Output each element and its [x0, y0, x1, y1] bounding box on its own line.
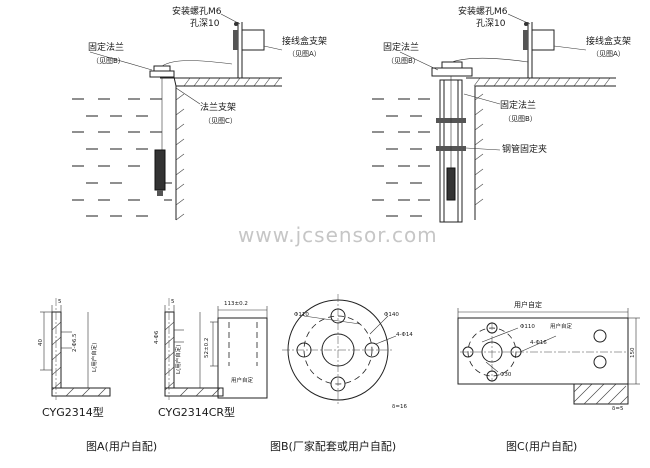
fc-user-defined-2: 用户自定	[550, 322, 573, 330]
tl-install-hole-label: 安装螺孔M6	[172, 5, 222, 17]
tl-fixed-flange-label: 固定法兰	[88, 41, 124, 53]
fa-dim-hole: 2-Φ6.5	[72, 333, 78, 352]
fa-dim-5: 5	[58, 299, 62, 305]
top-right-installation: 安装螺孔M6 孔深10 接线盒支架 （见图A） 固定法兰 （见图B） 固定法兰 …	[372, 5, 631, 223]
tr-fixed-flange-2-label: 固定法兰	[500, 99, 536, 111]
watermark-text: www.jcsensor.com	[238, 223, 438, 247]
figure-c: 用户自定 Φ110 用户自定 4-Φ16 Φ30 150 δ=5 图C(	[457, 300, 640, 453]
tr-fixed-flange-label: 固定法兰	[383, 41, 419, 53]
fc-user-defined: 用户自定	[514, 300, 542, 309]
tr-see-b-2-label: （见图B）	[504, 115, 537, 123]
tr-see-a-label: （见图A）	[592, 50, 625, 58]
fc-dim-150: 150	[630, 347, 636, 358]
tr-see-b-label: （见图B）	[387, 57, 420, 65]
tr-install-hole-label: 安装螺孔M6	[458, 5, 508, 17]
tl-flange-bracket-label: 法兰支架	[200, 101, 236, 113]
fa-caption: 图A(用户自配)	[86, 439, 157, 453]
fb-caption: 图B(厂家配套或用户自配)	[270, 439, 396, 453]
tl-junction-box-label: 接线盒支架	[282, 35, 327, 47]
top-left-installation: 安装螺孔M6 孔深10 接线盒支架 （见图A） 固定法兰 （见图B） 法兰支架 …	[72, 5, 327, 221]
fb-user-defined: 用户自定	[231, 376, 254, 384]
fa-left-model-label: CYG2314型	[42, 405, 104, 419]
fa-right-model-label: CYG2314CR型	[158, 405, 235, 419]
figure-a: 5 40 2-Φ6.5 L(用户自定) 5 4-Φ6 L(用户自定) CYG23…	[38, 298, 235, 453]
tl-hole-depth-label: 孔深10	[190, 18, 220, 29]
fa-dim-hole-b: 4-Φ6	[154, 330, 160, 344]
fa-dim-40: 40	[38, 339, 44, 346]
tr-steel-pipe-clamp-label: 钢管固定夹	[502, 143, 547, 155]
fb-dim-height: 52±0.2	[204, 338, 210, 358]
fc-dim-thickness: δ=5	[612, 406, 624, 412]
fb-dim-110: Φ110	[294, 312, 309, 318]
tl-see-a-label: （见图A）	[288, 50, 321, 58]
fc-dim-30: Φ30	[500, 372, 512, 378]
tr-hole-depth-label: 孔深10	[476, 18, 506, 29]
fb-dim-width: 113±0.2	[224, 301, 248, 307]
fc-dim-holes: 4-Φ16	[530, 340, 547, 346]
fa-user-defined-l-b: L(用户自定)	[174, 345, 182, 374]
tr-junction-box-label: 接线盒支架	[586, 35, 631, 47]
fb-dim-holes: 4-Φ14	[396, 332, 413, 338]
fc-caption: 图C(用户自配)	[506, 439, 577, 453]
fa-user-defined-l: L(用户自定)	[90, 343, 98, 372]
tl-see-b-label: （见图B）	[92, 57, 125, 65]
fb-dim-140: Φ140	[384, 312, 399, 318]
fb-dim-thickness: δ=16	[392, 404, 407, 410]
fc-dim-110: Φ110	[520, 324, 535, 330]
figure-b: 113±0.2 52±0.2 用户自定 Φ110 Φ140 4-Φ14 δ=16…	[204, 294, 413, 453]
tl-see-c-label: （见图C）	[204, 117, 237, 125]
fa-dim-5-b: 5	[171, 299, 175, 305]
